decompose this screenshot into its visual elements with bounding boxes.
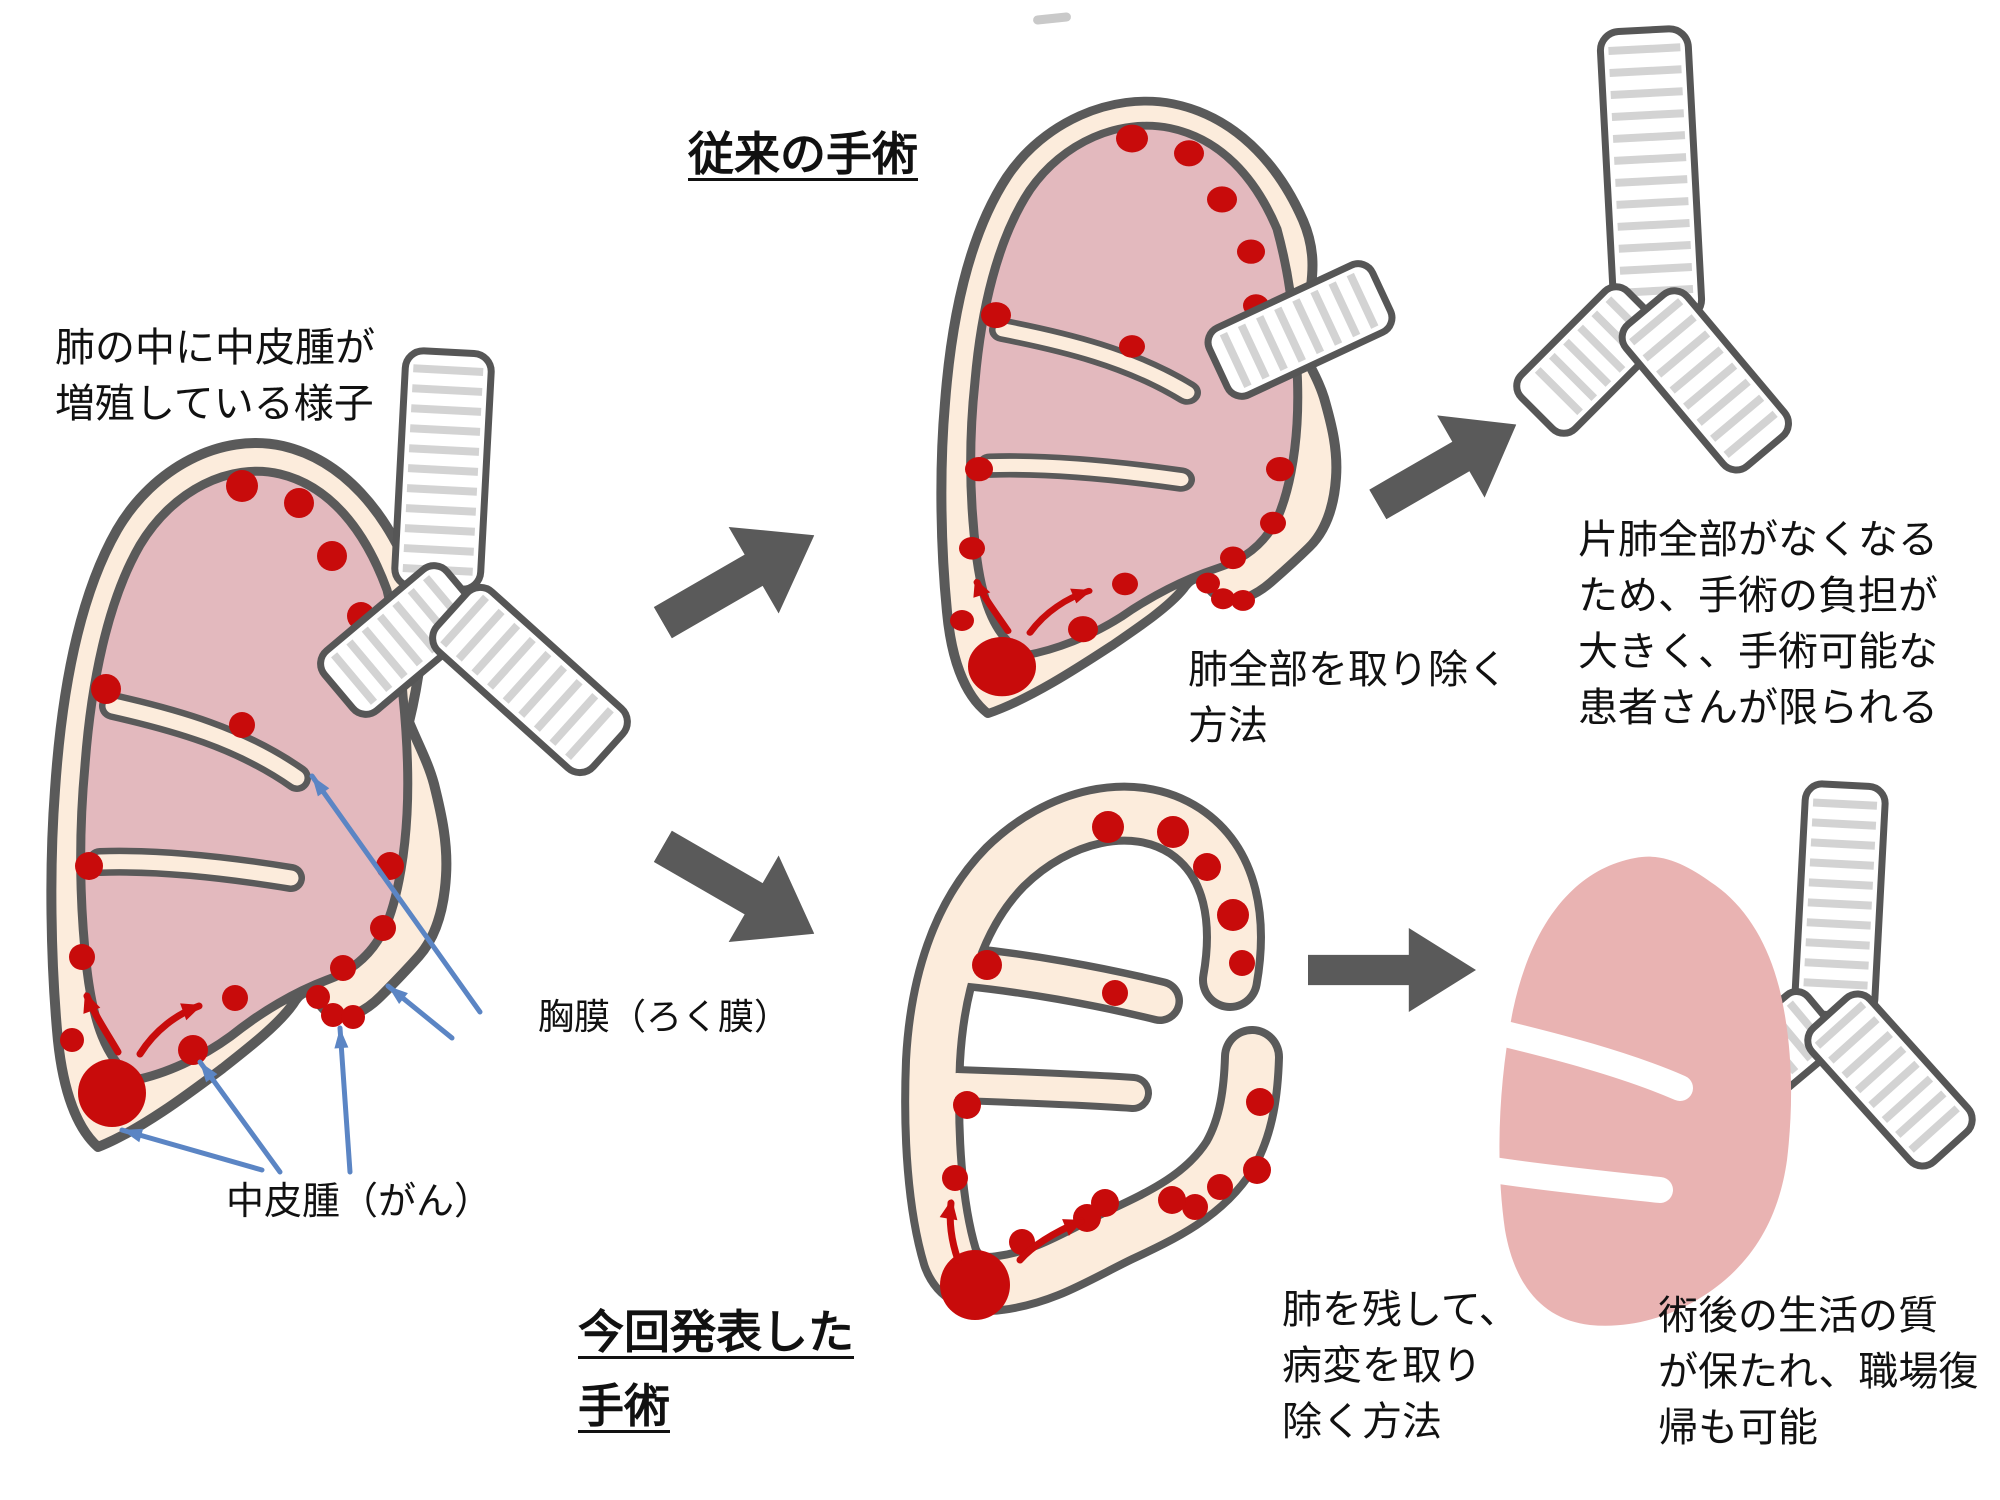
pleura-arrow bbox=[388, 986, 408, 1005]
mesothelioma-dots bbox=[940, 811, 1274, 1320]
fissure-slit bbox=[1480, 1157, 1673, 1203]
initial-state-caption: 肺の中に中皮腫が 増殖している様子 bbox=[55, 326, 375, 426]
trachea-lung-removed bbox=[1513, 25, 1792, 474]
tumor-arrow bbox=[200, 1062, 218, 1083]
mesothelioma-label: 中皮腫（がん） bbox=[226, 1181, 493, 1223]
spread-arrows bbox=[939, 1199, 1085, 1264]
bronchus-left bbox=[317, 562, 483, 718]
trachea-tube bbox=[391, 347, 495, 593]
bronchus-right bbox=[1618, 287, 1792, 474]
conventional-surgery-title: 従来の手術 bbox=[688, 128, 918, 180]
diseased-lung-initial bbox=[51, 443, 446, 1147]
announced-outcome-note: 術後の生活の質 が保たれ、職場復 帰も可能 bbox=[1658, 1294, 1979, 1450]
announced-method-note: 肺を残して、 病変を取り 除く方法 bbox=[1282, 1288, 1519, 1444]
preserved-lung bbox=[1480, 856, 1792, 1326]
conventional-outcome-note: 片肺全部がなくなる ため、手術の負担が 大きく、手術可能な 患者さんが限られる bbox=[1578, 518, 1938, 730]
announced-surgery-title: 今回発表した 手術 bbox=[578, 1306, 854, 1432]
trachea-initial bbox=[317, 347, 631, 777]
fissure-slit bbox=[1484, 1019, 1693, 1101]
trachea-tube bbox=[1791, 780, 1889, 1020]
cut-bronchus-stub bbox=[1204, 260, 1396, 400]
label-arrows bbox=[119, 773, 483, 1175]
pleura-arrow bbox=[312, 776, 330, 797]
healthy-lung-shape bbox=[1499, 856, 1792, 1326]
tumor-arrow bbox=[334, 1028, 349, 1049]
conventional-method-note: 肺全部を取り除く 方法 bbox=[1188, 648, 1508, 748]
diseased-lung-conventional bbox=[941, 101, 1336, 713]
tumor-dot-large bbox=[940, 1250, 1010, 1320]
tumor-arrow bbox=[122, 1128, 144, 1143]
bronchus-right bbox=[429, 583, 631, 777]
removed-pleura-shell bbox=[901, 782, 1283, 1320]
pleura-label: 胸膜（ろく膜） bbox=[538, 996, 791, 1037]
bronchus-right bbox=[1804, 990, 1976, 1170]
trachea-tube bbox=[1596, 25, 1706, 325]
